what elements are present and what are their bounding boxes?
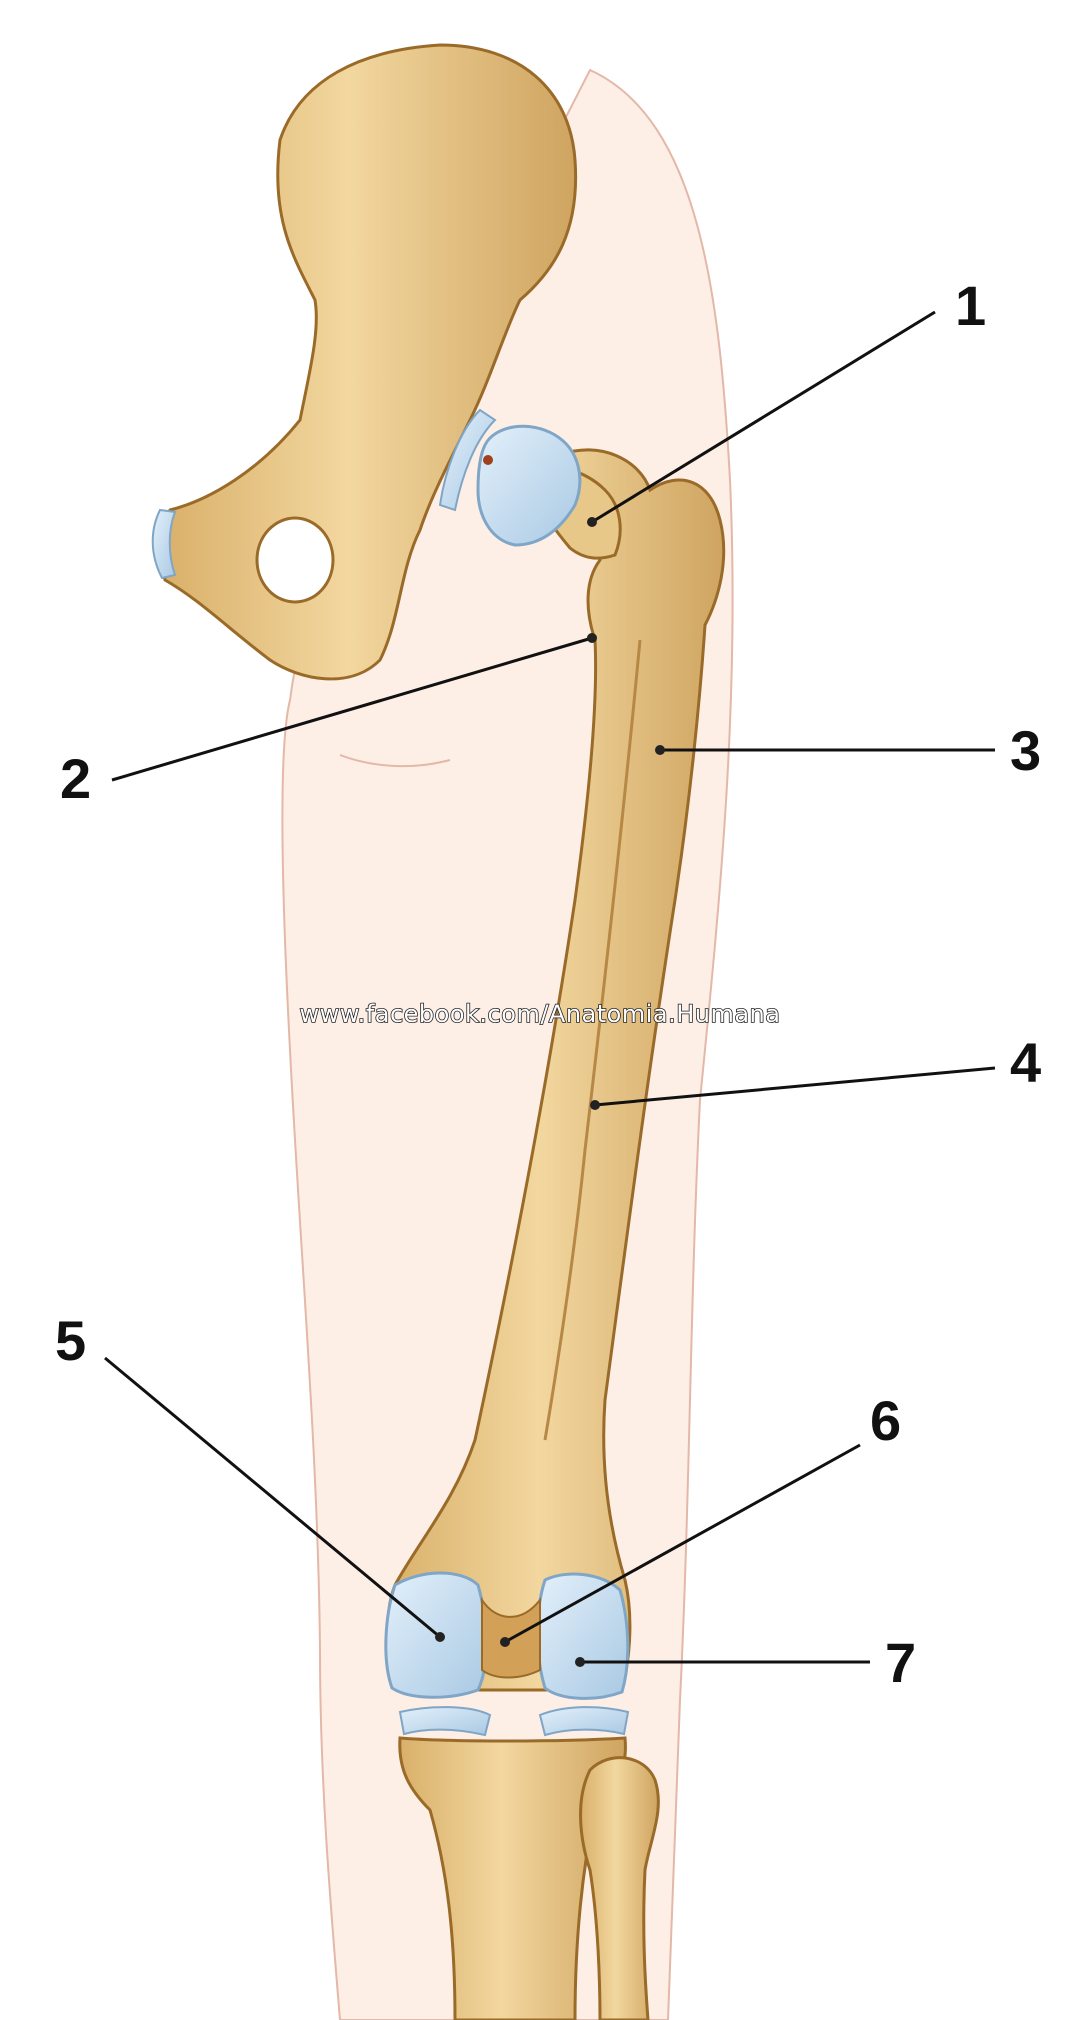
anchor-dot-1 (587, 517, 597, 527)
anchor-dot-3 (655, 745, 665, 755)
femoral-head-cartilage (476, 424, 582, 547)
leader-line-4 (594, 1066, 996, 1107)
callout-number-1: 1 (955, 274, 986, 337)
anchor-dot-4 (590, 1100, 600, 1110)
medial-condyle-cartilage (536, 1572, 630, 1700)
linea-aspera-line (543, 639, 642, 1441)
pubic-symphysis-cartilage (151, 508, 177, 580)
obturator-foramen (255, 516, 335, 604)
anchor-dot-5 (435, 1632, 445, 1642)
tibia (398, 1736, 627, 2020)
callout-number-2: 2 (60, 747, 91, 810)
gluteal-fold-line (339, 754, 451, 768)
anchor-dot-7 (575, 1657, 585, 1667)
callout-number-6: 6 (870, 1389, 901, 1452)
leader-line-5 (104, 1356, 441, 1639)
fovea-capitis (483, 455, 493, 465)
callout-number-7: 7 (885, 1631, 916, 1694)
acetabulum-cartilage (438, 408, 497, 512)
anchor-dot-6 (500, 1637, 510, 1647)
fibula (579, 1756, 660, 2020)
leader-line-1 (591, 310, 936, 524)
watermark-url: www.facebook.com/Anatomia.Humana (300, 1000, 781, 1028)
anchor-dot-2 (587, 633, 597, 643)
leader-line-6 (504, 1443, 861, 1644)
hip-bone (160, 43, 578, 681)
lateral-meniscus (398, 1706, 492, 1737)
leader-line-2 (111, 636, 593, 782)
callout-number-4: 4 (1010, 1031, 1041, 1094)
medial-meniscus (538, 1706, 630, 1737)
callout-number-5: 5 (55, 1309, 86, 1372)
femur (386, 448, 726, 1692)
callout-number-3: 3 (1010, 719, 1041, 782)
